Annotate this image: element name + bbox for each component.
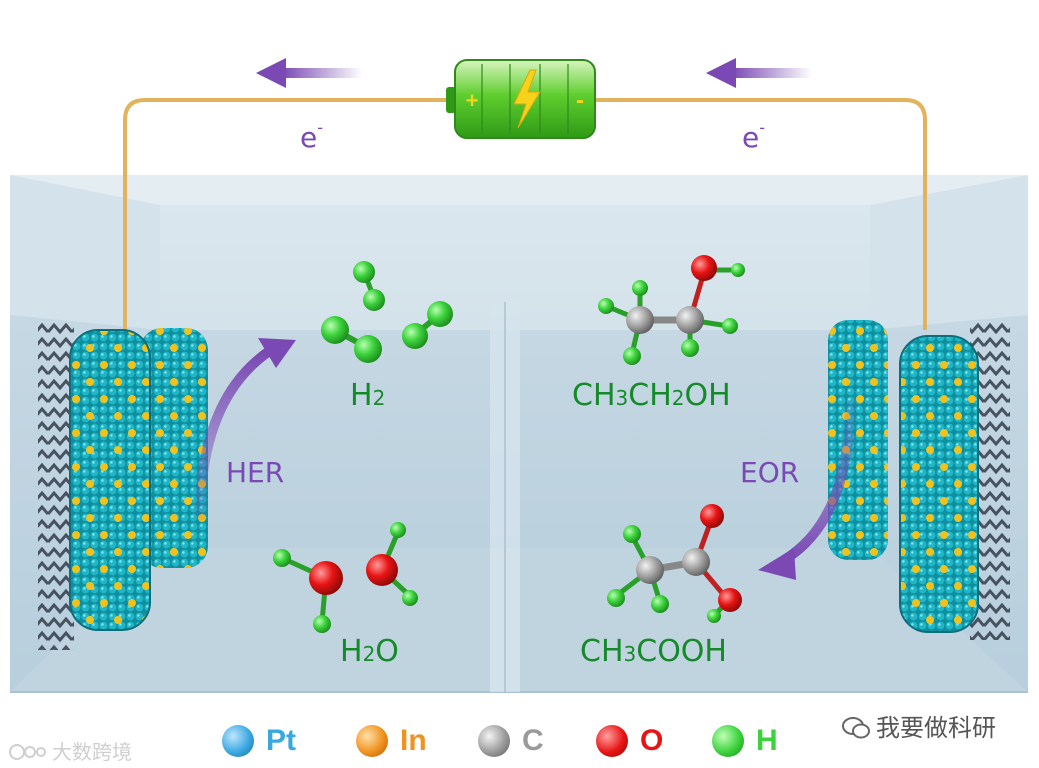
battery-icon: + -	[446, 60, 595, 138]
battery-plus: +	[466, 88, 479, 113]
in-ball-icon	[356, 725, 388, 757]
watermark-logo-icon	[8, 742, 48, 762]
electron-arrow-right	[706, 58, 812, 88]
eor-label: EOR	[740, 456, 799, 489]
legend-h: H	[712, 718, 778, 764]
wechat-icon	[842, 717, 870, 739]
electron-arrow-left	[256, 58, 362, 88]
battery-minus: -	[576, 87, 584, 114]
watermark-right: 我要做科研	[842, 708, 996, 743]
pt-ball-icon	[222, 725, 254, 757]
o-ball-icon	[596, 725, 628, 757]
legend-o: O	[596, 718, 663, 764]
electron-label-right: e-	[742, 118, 765, 154]
ethanol-label: CH3CH2OH	[572, 378, 731, 413]
legend-c: C	[478, 718, 544, 764]
c-ball-icon	[478, 725, 510, 757]
acetic-acid-label: CH3COOH	[580, 634, 727, 669]
h-ball-icon	[712, 725, 744, 757]
electron-label-left: e-	[300, 118, 323, 154]
watermark-left: 大数跨境	[8, 736, 132, 765]
electrolysis-diagram: + -	[0, 0, 1039, 718]
her-label: HER	[226, 456, 284, 489]
h2-label: H2	[350, 378, 385, 413]
legend-in: In	[356, 718, 427, 764]
h2o-label: H2O	[340, 634, 399, 669]
legend-pt: Pt	[222, 718, 296, 764]
